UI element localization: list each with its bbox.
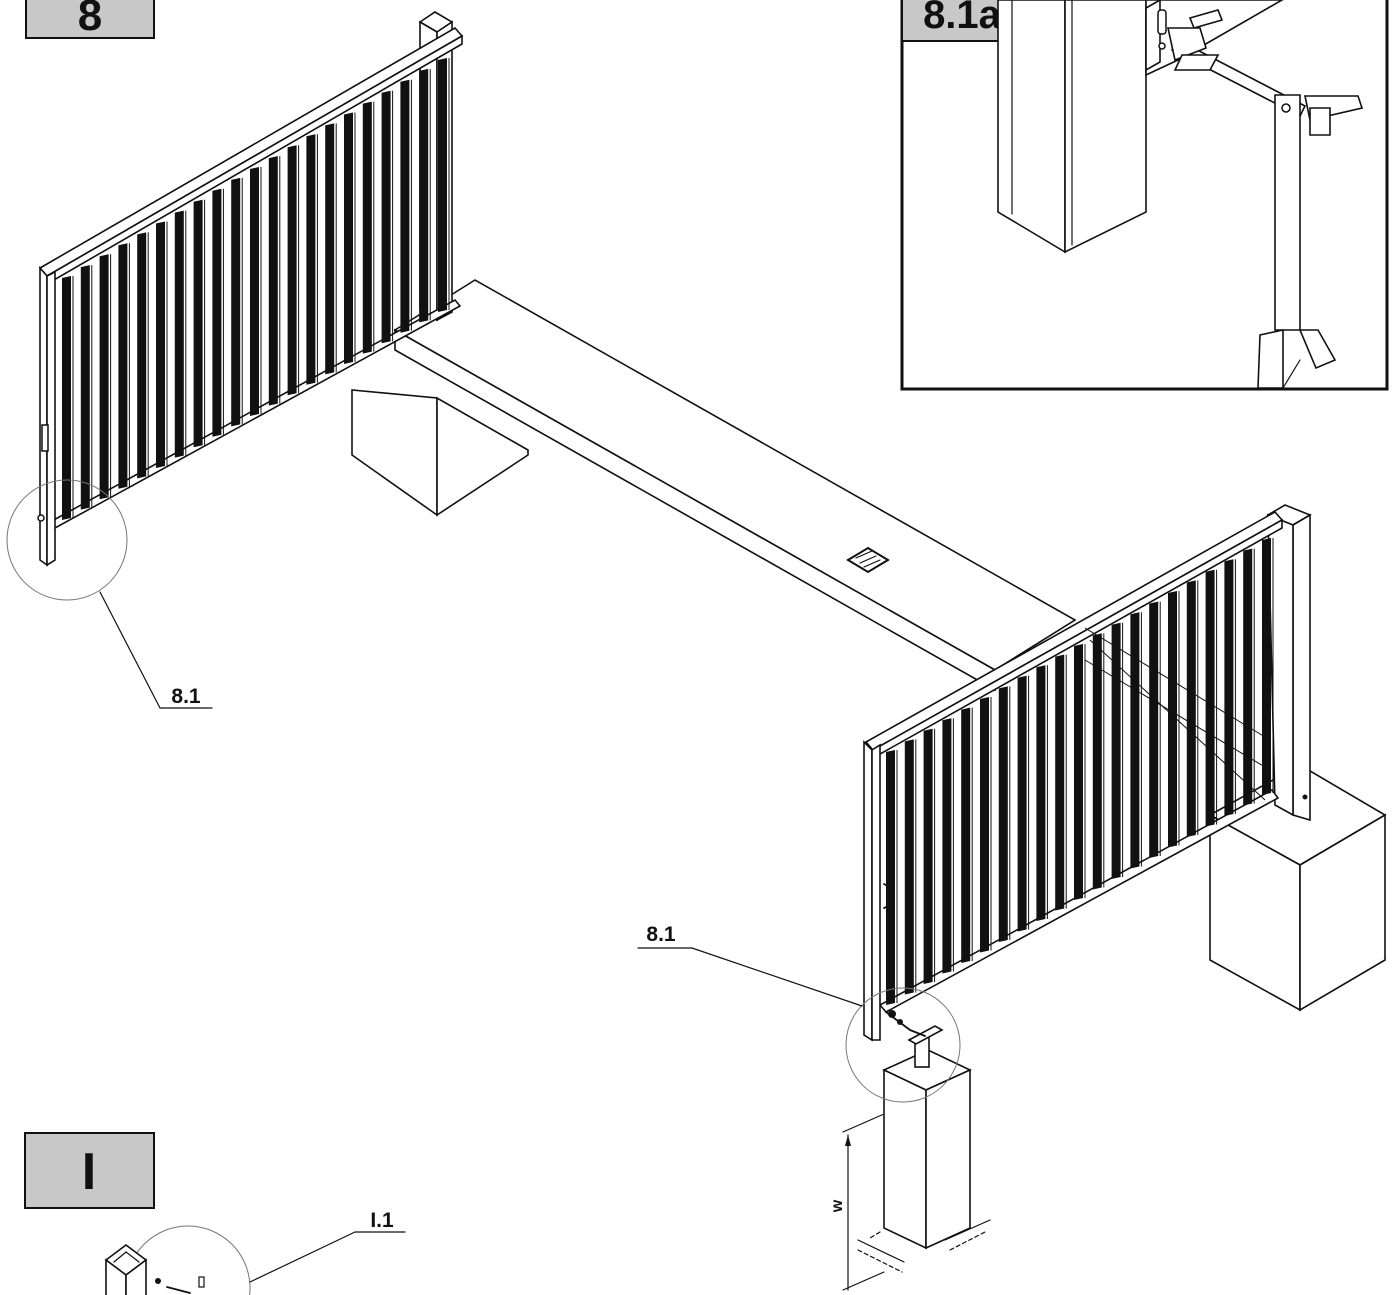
detail-post — [997, 0, 1147, 254]
gate-stop-post — [882, 1010, 972, 1250]
gate-picket — [325, 123, 335, 375]
detail-drop-rod — [1167, 9, 1364, 389]
gate-picket — [174, 210, 184, 458]
gate-picket — [62, 276, 71, 520]
callout-right-label: 8.1 — [646, 923, 676, 946]
gate-picket — [268, 156, 278, 406]
ground-latch-plate — [846, 546, 890, 574]
gate-picket — [1017, 675, 1027, 932]
right-gate-pickets — [886, 538, 1274, 1005]
callout-left-label: 8.1 — [171, 685, 201, 708]
gate-picket — [419, 68, 429, 323]
gate-picket — [344, 112, 353, 364]
gate-picket — [250, 167, 259, 416]
gate-picket — [287, 145, 297, 396]
gate-picket — [923, 728, 933, 984]
gate-picket — [942, 718, 952, 974]
gate-picket — [1074, 644, 1083, 900]
gate-picket — [1186, 580, 1196, 837]
gate-picket — [980, 697, 989, 953]
gate-picket — [1262, 538, 1271, 795]
gate-picket — [118, 243, 128, 489]
gate-picket — [231, 177, 241, 427]
callout-left: 8.1 — [6, 479, 213, 709]
gate-picket — [1092, 633, 1102, 890]
dimension-w-label: w — [829, 1199, 846, 1213]
gate-picket — [1149, 601, 1159, 858]
gate-picket — [961, 707, 971, 963]
gate-picket — [362, 101, 372, 354]
gate-picket — [156, 221, 165, 468]
gate-picket — [1036, 665, 1046, 921]
callout-next-label: I.1 — [370, 1209, 394, 1232]
gate-picket — [400, 79, 410, 333]
hidden-edge-line — [1089, 639, 1266, 801]
gate-picket — [1111, 622, 1121, 879]
gate-picket — [306, 134, 316, 385]
hidden-edge-line — [1084, 659, 1271, 771]
gate-picket — [1224, 559, 1234, 816]
gate-picket — [80, 265, 90, 510]
gate-picket — [1055, 654, 1065, 911]
detail-inset: 8.1a — [900, 0, 1389, 391]
gate-picket — [381, 90, 391, 344]
gate-picket — [99, 254, 109, 500]
gate-picket — [137, 232, 147, 479]
gate-picket — [212, 188, 222, 437]
dimension-w: w — [829, 1113, 991, 1291]
gate-picket — [904, 739, 914, 995]
detail-label: 8.1a — [923, 0, 1002, 37]
hidden-edge-line — [1084, 627, 1271, 741]
gate-picket — [998, 686, 1008, 942]
next-step-thumbnail: I.1 — [104, 1209, 406, 1295]
gate-picket — [193, 199, 203, 448]
left-gate-pickets — [62, 58, 450, 520]
step-label-box: 8 — [25, 0, 155, 40]
gate-picket — [886, 750, 895, 1005]
gate-picket — [1168, 591, 1177, 848]
right-gate-panel — [863, 504, 1312, 1042]
next-step-label-box: I — [24, 1132, 155, 1209]
left-gate-panel — [37, 11, 464, 567]
callout-right: 8.1 — [637, 923, 961, 1103]
gate-picket — [1243, 548, 1253, 806]
right-gate-back-lines — [1084, 627, 1271, 801]
gate-picket — [1205, 569, 1215, 827]
step-label: 8 — [78, 0, 102, 40]
gate-picket — [1130, 612, 1140, 869]
gate-picket — [438, 58, 447, 312]
next-step-label: I — [82, 1143, 96, 1201]
